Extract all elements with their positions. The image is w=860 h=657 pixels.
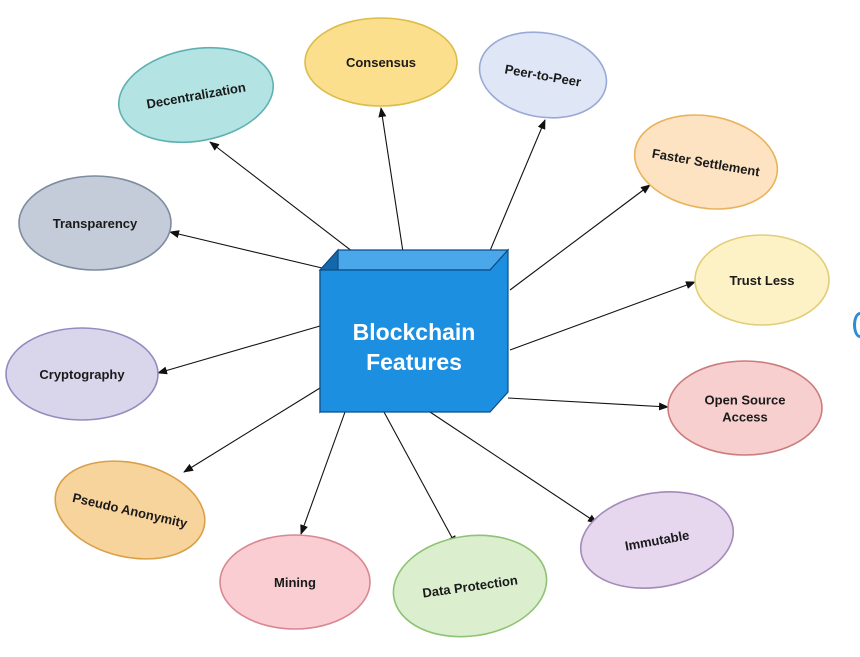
arrow-to-trust-less <box>509 281 696 351</box>
feature-ellipse-faster-settlement <box>633 114 779 210</box>
feature-node-decentralization: Decentralization <box>117 46 275 144</box>
feature-label-cryptography: Cryptography <box>39 367 125 382</box>
feature-node-peer-to-peer: Peer-to-Peer <box>478 31 608 119</box>
feature-node-cryptography: Cryptography <box>5 327 159 421</box>
arrow-to-peer-to-peer <box>483 119 546 266</box>
arrow-to-decentralization <box>209 141 371 266</box>
feature-node-transparency: Transparency <box>18 175 172 271</box>
arrow-to-transparency <box>169 230 323 269</box>
feature-ellipse-data-protection <box>392 534 548 638</box>
arrow-to-mining <box>300 411 346 535</box>
center-box: Blockchain Features <box>318 248 510 414</box>
center-box-front <box>319 248 509 413</box>
feature-label-trust-less: Trust Less <box>729 273 794 288</box>
edge-circle-marker <box>853 312 860 338</box>
feature-ellipse-peer-to-peer <box>478 31 608 119</box>
feature-ellipse-decentralization <box>117 46 275 144</box>
feature-node-mining: Mining <box>219 534 371 630</box>
arrow-to-faster-settlement <box>509 184 651 291</box>
feature-ellipse-immutable <box>579 491 735 589</box>
arrow-to-data-protection <box>383 411 457 546</box>
arrow-to-cryptography <box>157 325 321 375</box>
feature-ellipse-pseudo-anonymity <box>54 460 206 560</box>
arrows-layer <box>157 107 696 546</box>
feature-ellipse-transparency <box>18 175 172 271</box>
feature-node-data-protection: Data Protection <box>392 534 548 638</box>
feature-ellipse-mining <box>219 534 371 630</box>
arrow-to-pseudo-anonymity <box>183 387 321 473</box>
feature-ellipse-cryptography <box>5 327 159 421</box>
feature-node-immutable: Immutable <box>579 491 735 589</box>
feature-node-trust-less: Trust Less <box>694 234 830 326</box>
center-box-top-face <box>318 249 510 271</box>
feature-label-consensus: Consensus <box>346 55 416 70</box>
center-title-line2: Features <box>366 349 462 375</box>
feature-label-open-source-access-line1: Open Source <box>705 393 786 408</box>
feature-ellipse-consensus <box>304 17 458 107</box>
feature-node-faster-settlement: Faster Settlement <box>633 114 779 210</box>
arrow-to-consensus <box>378 107 406 266</box>
arrow-to-immutable <box>429 411 598 524</box>
feature-node-pseudo-anonymity: Pseudo Anonymity <box>54 460 206 560</box>
feature-label-mining: Mining <box>274 575 316 590</box>
feature-label-open-source-access-line2: Access <box>722 410 768 425</box>
feature-ellipse-open-source-access <box>667 360 823 456</box>
arrow-to-open-source-access <box>507 397 669 411</box>
feature-label-transparency: Transparency <box>53 216 138 231</box>
feature-ellipse-trust-less <box>694 234 830 326</box>
feature-node-consensus: Consensus <box>304 17 458 107</box>
center-title-line1: Blockchain <box>353 319 476 345</box>
